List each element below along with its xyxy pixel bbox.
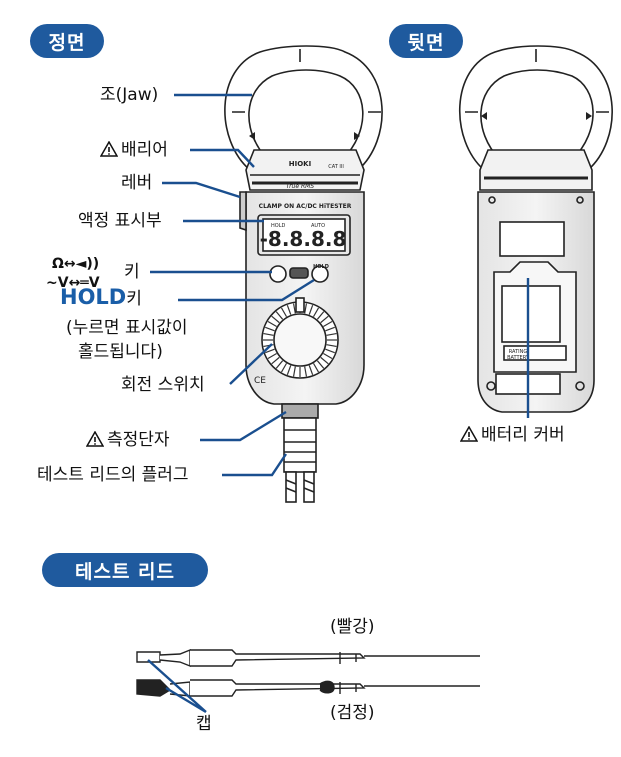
lcd-digits: -8.8.8.8 <box>260 227 347 251</box>
cat-rating: CAT III <box>328 164 344 170</box>
label-mode-symbol-1: Ω↔◄)) <box>52 256 100 272</box>
label-plug: 테스트 리드의 플러그 <box>37 465 189 485</box>
rotary-knurl-line <box>316 311 325 320</box>
leader-barrier <box>190 148 255 168</box>
front-barrier <box>245 149 365 191</box>
rotary-knurl-line <box>323 320 333 328</box>
label-lever: 레버 <box>121 173 153 193</box>
front-hold-button <box>311 265 329 283</box>
brand-text: HIOKI <box>289 160 311 168</box>
rotary-knurl-line <box>271 356 280 365</box>
label-hold-desc-1: (누르면 표시값이 <box>66 318 188 338</box>
rotary-knurl-line <box>292 303 296 314</box>
rotary-knurl-line <box>263 332 274 336</box>
back-meter <box>458 45 613 413</box>
rotary-knurl-line <box>312 307 320 317</box>
back-jaw <box>458 45 613 171</box>
rotary-knurl-line <box>323 352 333 360</box>
label-hold-suffix: 키 <box>126 289 142 309</box>
back-section-badge: 뒷면 <box>389 24 463 58</box>
front-section-badge: 정면 <box>30 24 104 58</box>
label-hold-desc-2: 홀드됩니다) <box>78 342 163 362</box>
black-probe-cap <box>136 679 172 697</box>
rotary-knurl-line <box>267 352 277 360</box>
rotary-knurl-line <box>265 326 275 332</box>
rotary-knurl-line <box>280 363 288 373</box>
hold-button-text: HOLD <box>313 264 329 270</box>
rotary-knurl-line <box>304 366 308 377</box>
front-plug <box>283 417 317 473</box>
label-battery-cover-row: 배터리 커버 <box>460 424 565 446</box>
rotary-knurl-line <box>286 365 292 375</box>
leader-lever <box>162 181 241 199</box>
ce-mark: CE <box>254 376 266 386</box>
rotary-knurl-line <box>265 348 275 354</box>
leader-rotary <box>229 343 273 385</box>
battery-text: BATTERY <box>507 355 530 361</box>
rotary-knurl-line <box>275 311 284 320</box>
rotary-knurl-line <box>325 348 335 354</box>
label-jaw: 조(Jaw) <box>100 85 159 105</box>
label-red-lead: (빨강) <box>330 617 375 637</box>
label-terminal: 측정단자 <box>107 430 170 450</box>
rotary-knurl-line <box>326 332 337 336</box>
back-device-markings: RATING BATTERY <box>507 349 530 361</box>
lcd-auto-indicator: AUTO <box>311 223 325 229</box>
leader-terminal <box>200 410 287 442</box>
label-hold-name: HOLD <box>60 285 127 309</box>
rotary-knurl-line <box>326 344 337 348</box>
test-leads-section-badge: 테스트 리드 <box>42 553 208 587</box>
rotary-knurl-line <box>292 366 296 377</box>
label-battery-cover: 배터리 커버 <box>481 425 565 445</box>
rotary-knurl-line <box>275 360 284 369</box>
front-terminal <box>281 403 319 419</box>
rotary-knurl-line <box>280 307 288 317</box>
front-meter <box>224 45 383 503</box>
label-mode-symbol-2: ~V↔═V <box>46 275 100 291</box>
rotary-knurl-line <box>316 360 325 369</box>
rotary-knurl-line <box>308 365 314 375</box>
front-device-markings: HIOKI True RMS CLAMP ON AC/DC HiTESTER -… <box>254 160 352 386</box>
label-barrier-row: 배리어 <box>100 139 168 161</box>
leader-hold-key <box>178 278 315 302</box>
leader-plug <box>222 453 287 477</box>
warning-icon <box>86 431 104 447</box>
label-barrier: 배리어 <box>121 140 168 160</box>
rotary-knurl-line <box>320 356 329 365</box>
warning-icon <box>460 426 478 442</box>
front-mode-button <box>269 265 287 283</box>
rotary-knurl-line <box>304 303 308 314</box>
red-probe <box>136 651 161 663</box>
rotary-knurl-line <box>320 315 329 324</box>
label-black-lead: (검정) <box>330 703 375 723</box>
label-hold-key-row: HOLD키 <box>60 286 142 310</box>
label-display: 액정 표시부 <box>78 211 162 231</box>
rotary-knurl-line <box>286 305 292 315</box>
label-terminal-row: 측정단자 <box>86 429 170 451</box>
leader-lines <box>147 93 530 714</box>
rotary-knurl-line <box>325 326 335 332</box>
model-text: CLAMP ON AC/DC HiTESTER <box>259 203 352 210</box>
rating-text: RATING <box>509 349 528 355</box>
rotary-knurl-line <box>271 315 280 324</box>
rotary-knurl-line <box>308 305 314 315</box>
label-mode-key: 키 <box>124 262 140 282</box>
rotary-knurl-line <box>267 320 277 328</box>
test-leads <box>136 648 480 697</box>
rotary-knurl-line <box>312 363 320 373</box>
leader-cap <box>147 659 207 714</box>
lcd-hold-indicator: HOLD <box>271 223 285 229</box>
warning-icon <box>100 141 118 157</box>
true-rms-text: True RMS <box>286 183 314 190</box>
label-cap: 캡 <box>196 714 212 734</box>
label-rotary-switch: 회전 스위치 <box>121 375 205 395</box>
